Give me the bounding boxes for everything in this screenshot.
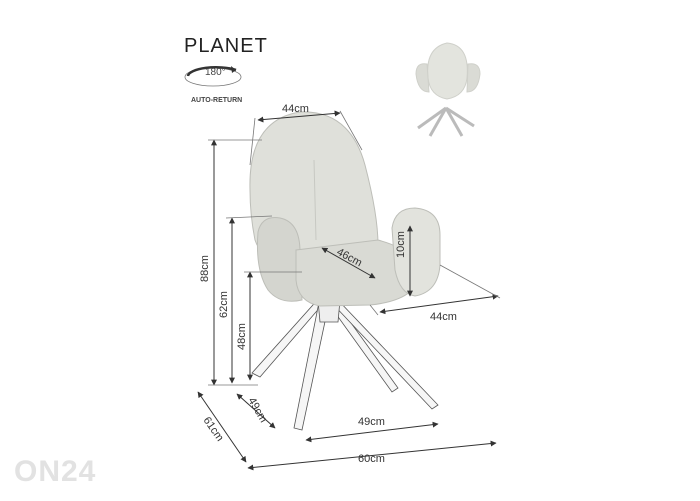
label-total-depth: 61cm — [201, 415, 226, 444]
chair-base-legs — [251, 295, 439, 431]
label-total-width: 60cm — [358, 453, 385, 465]
rotation-180-icon — [184, 66, 242, 87]
label-armrest-floor-height: 62cm — [218, 291, 230, 318]
label-base-depth: 49cm — [245, 396, 269, 425]
dimension-lines — [197, 110, 501, 471]
rotation-degree-label: 180° — [205, 67, 226, 78]
chair-left-armrest — [257, 217, 303, 302]
chair-illustration — [249, 111, 441, 431]
chair-thumbnail — [415, 42, 481, 137]
watermark-logo: ON24 — [14, 455, 96, 488]
product-title: PLANET — [184, 35, 268, 57]
label-seat-width: 44cm — [430, 311, 457, 323]
label-seat-floor-height: 48cm — [236, 323, 248, 350]
label-backrest-width: 44cm — [282, 103, 309, 115]
auto-return-label: AUTO-RETURN — [191, 97, 242, 104]
label-base-width: 49cm — [358, 416, 385, 428]
label-armrest-height: 10cm — [395, 231, 407, 258]
label-total-height: 88cm — [199, 255, 211, 282]
